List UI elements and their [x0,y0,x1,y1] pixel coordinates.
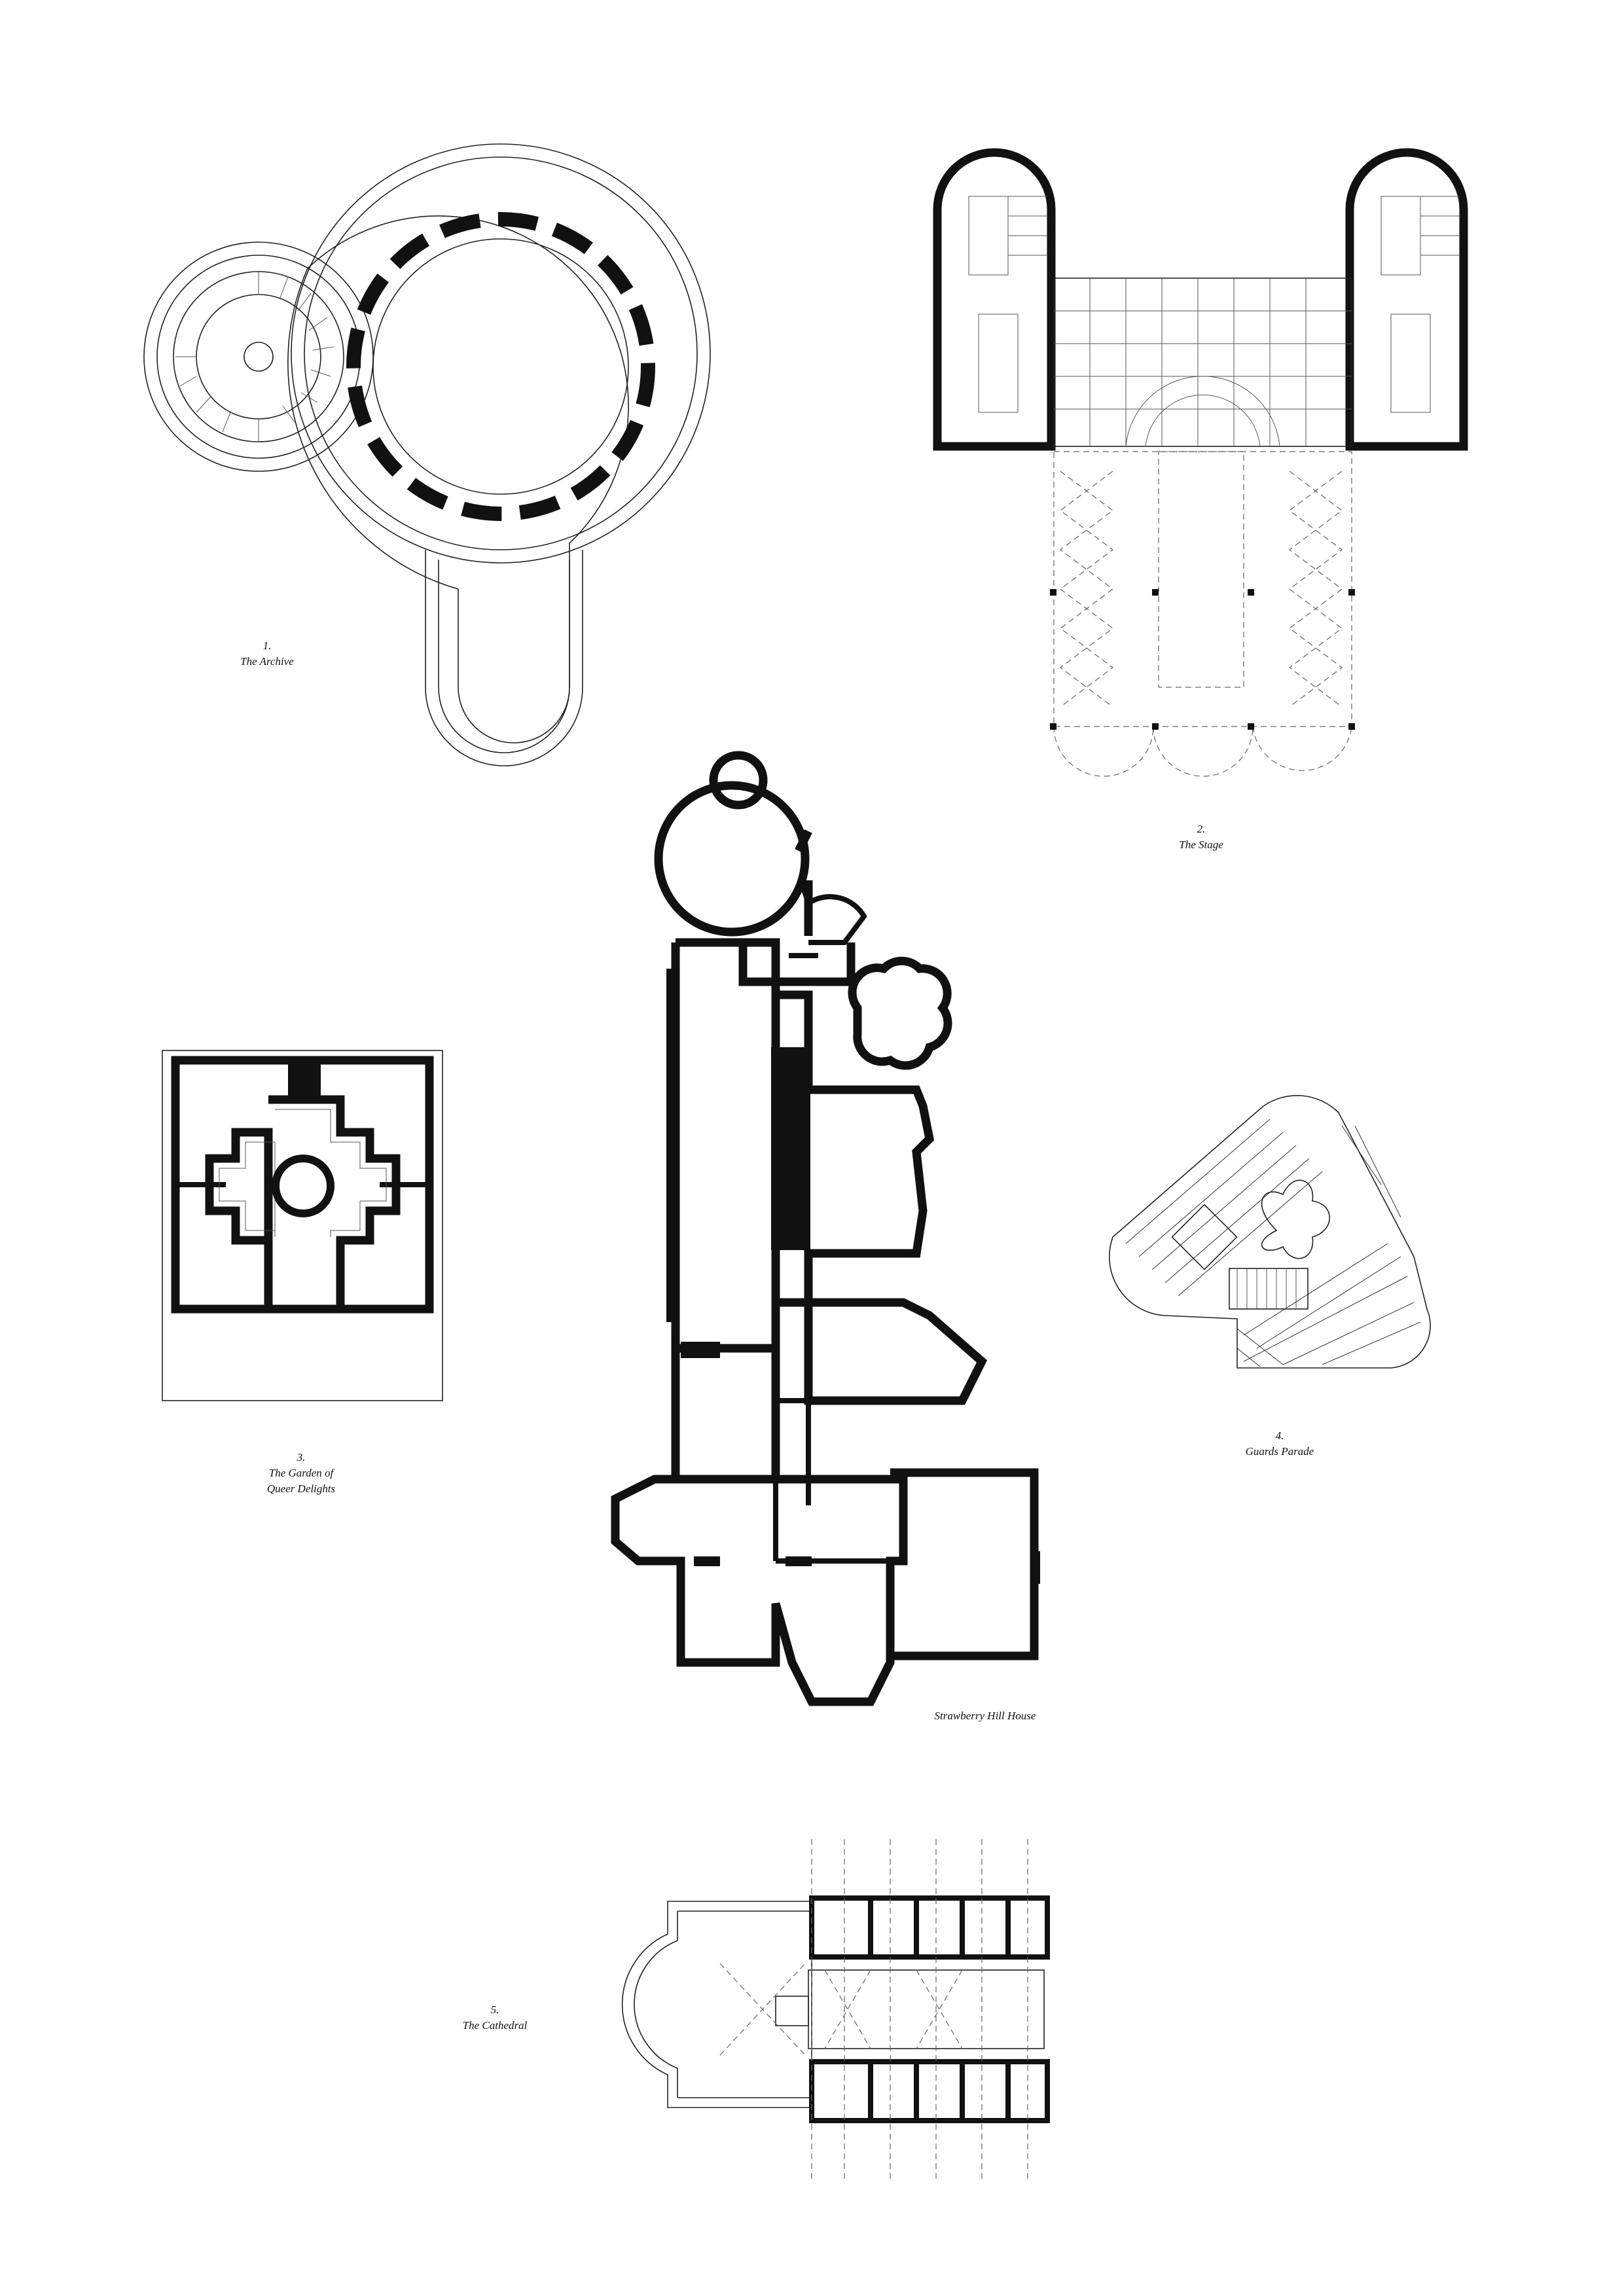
archive-plan: 1. The Archive [143,143,711,766]
stage-number: 2. [1197,823,1206,835]
guards-hatching [1125,1119,1421,1367]
archive-number: 1. [263,639,272,652]
audience-seating [1053,451,1352,777]
garden-number: 3. [297,1451,306,1463]
stage-title: The Stage [1179,838,1223,851]
stage-columns [1050,589,1355,730]
garden-title-line1: The Garden of [269,1467,335,1479]
guards-parade-plan: 4. Guards Parade [1109,1094,1431,1458]
cathedral-vaulting [719,1839,1028,2179]
cathedral-number: 5. [491,2003,499,2016]
guards-number: 4. [1276,1429,1284,1442]
garden-plan: 3. The Garden of Queer Delights [162,1050,443,1495]
stage-plan: 2. The Stage [933,148,1468,851]
cathedral-title: The Cathedral [463,2019,528,2032]
spiral-stair-treads [175,272,334,442]
strawberry-hill-house-plan: Strawberry Hill House [611,751,1040,1722]
guards-title: Guards Parade [1246,1445,1314,1458]
cathedral-plan: 5. The Cathedral [463,1839,1050,2179]
archive-title: The Archive [240,655,294,668]
stage-floor-grid [1054,278,1352,447]
tower-stairs [968,196,1460,413]
house-title: Strawberry Hill House [935,1710,1036,1722]
garden-title-line2: Queer Delights [267,1482,336,1495]
